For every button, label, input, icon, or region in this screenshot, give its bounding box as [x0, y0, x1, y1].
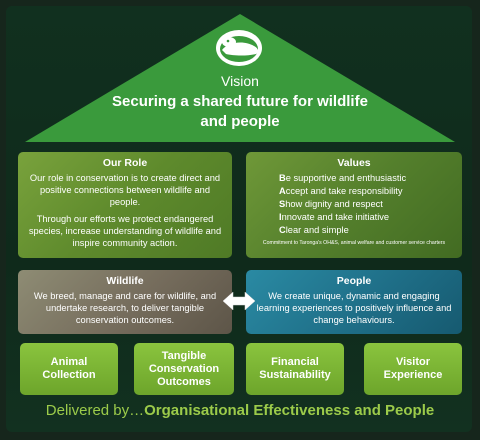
vision-label: Vision — [221, 73, 259, 89]
platypus-logo-icon — [216, 30, 262, 66]
wildlife-panel: Wildlife We breed, manage and care for w… — [18, 270, 232, 334]
wildlife-title: Wildlife — [106, 275, 144, 287]
value-initial: S — [279, 199, 286, 209]
our-role-paragraph-2: Through our efforts we protect endangere… — [28, 214, 222, 248]
value-item: Innovate and take initiative — [279, 211, 429, 224]
pillar-label: Financial Sustainability — [259, 356, 331, 381]
value-initial: C — [279, 225, 286, 235]
pillar-tangible-conservation-outcomes: Tangible Conservation Outcomes — [134, 343, 234, 395]
pillar-visitor-experience: Visitor Experience — [364, 343, 462, 395]
values-title: Values — [337, 157, 371, 169]
footer-prefix: Delivered by… — [45, 402, 145, 419]
vision-statement: Securing a shared future for wildlife an… — [112, 93, 368, 130]
values-commitment-note: Commitment to Taronga's OH&S, animal wel… — [262, 240, 446, 246]
value-item: Clear and simple — [279, 224, 429, 237]
pillar-animal-collection: Animal Collection — [20, 343, 118, 395]
value-initial: A — [279, 186, 286, 196]
delivered-by-footer: Delivered by…Organisational Effectivenes… — [0, 402, 480, 420]
pillar-label: Tangible Conservation Outcomes — [148, 349, 220, 388]
pillar-financial-sustainability: Financial Sustainability — [246, 343, 344, 395]
value-initial: B — [279, 173, 286, 183]
footer-emphasis: Organisational Effectiveness and People — [144, 402, 435, 419]
value-text: nnovate and take initiative — [281, 212, 390, 222]
double-arrow-icon — [222, 291, 256, 311]
value-item: Accept and take responsibility — [279, 185, 429, 198]
value-text: lear and simple — [285, 225, 349, 235]
our-role-title: Our Role — [102, 157, 148, 169]
pillar-label: Visitor Experience — [383, 356, 443, 381]
value-text: how dignity and respect — [285, 199, 383, 209]
people-text: We create unique, dynamic and engaging l… — [256, 291, 452, 325]
value-text: e supportive and enthusiastic — [285, 173, 407, 183]
value-item: Show dignity and respect — [279, 198, 429, 211]
pillar-label: Animal Collection — [42, 356, 96, 381]
values-list: Be supportive and enthusiastic Accept an… — [279, 172, 429, 237]
value-item: Be supportive and enthusiastic — [279, 172, 429, 185]
vision-roof — [25, 14, 455, 142]
people-panel: People We create unique, dynamic and eng… — [246, 270, 462, 334]
people-title: People — [336, 275, 372, 287]
wildlife-text: We breed, manage and care for wildlife, … — [33, 291, 217, 325]
value-text: ccept and take responsibility — [285, 186, 403, 196]
our-role-paragraph-1: Our role in conservation is to create di… — [29, 173, 221, 207]
values-panel: Values Be supportive and enthusiastic Ac… — [246, 152, 462, 258]
value-initial: I — [279, 212, 282, 222]
our-role-panel: Our Role Our role in conservation is to … — [18, 152, 232, 258]
